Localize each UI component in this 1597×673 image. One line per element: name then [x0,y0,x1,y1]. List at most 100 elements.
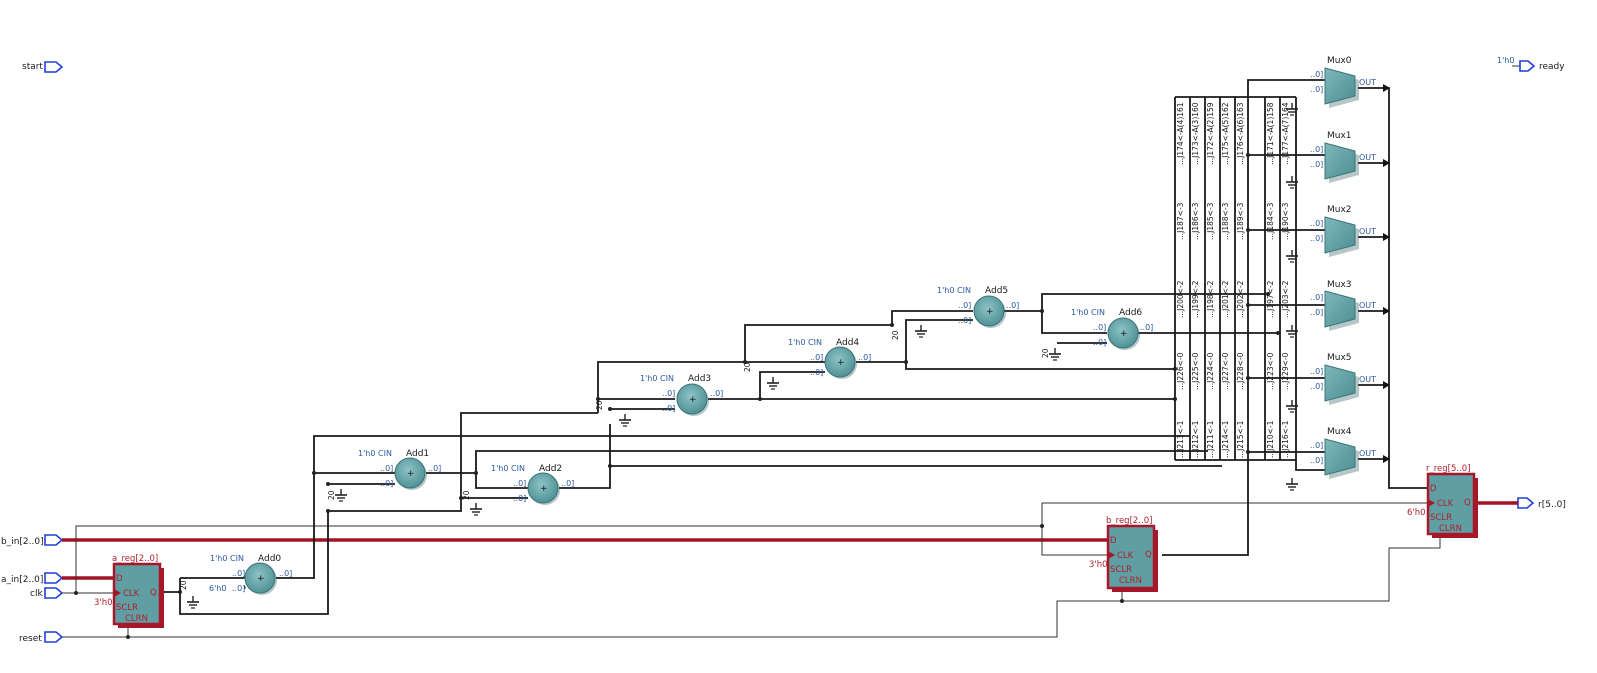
adder-name: Add5 [985,286,1008,296]
net-label: ...J197<-2 [1266,280,1275,318]
svg-text:OUT: OUT [1359,449,1376,458]
adder-add4[interactable]: 1'h0 CIN Add4 ..0] ..0] ..0] + [788,338,871,379]
adder-name: Add6 [1119,308,1142,318]
svg-text:..0]: ..0] [710,389,723,398]
register-name: a_reg[2..0] [112,554,158,564]
svg-text:Q: Q [1464,498,1471,508]
svg-text:..0]: ..0] [810,368,823,377]
svg-text:..0]: ..0] [1093,323,1106,332]
svg-text:+: + [407,469,415,479]
adder-b-const: 6'h0 [209,584,226,593]
svg-text:+: + [986,307,994,317]
mux-name: Mux0 [1327,56,1352,66]
adder-add0[interactable]: 1'h0 CIN Add0 ..0] 6'h0 ..0] ..0] + [209,554,292,595]
svg-text:..0]: ..0] [232,584,245,593]
mux-name: Mux1 [1327,131,1352,141]
register-sclr-const: 6'h0 [1407,508,1426,518]
adder-add1[interactable]: 1'h0 CIN Add1 ..0] ..0] ..0] + [358,449,441,490]
adder-add2[interactable]: 1'h0 CIN Add2 ..0] ..0] ..0] + [491,464,574,505]
register-sclr-const: 3'h0 [94,598,113,608]
register-name: r_reg[5..0] [1426,464,1471,474]
net-label: ...J226<-0 [1176,352,1185,390]
net-label: ...J225<-0 [1191,352,1200,390]
svg-text:OUT: OUT [1359,227,1376,236]
net-label: ...J186<-3 [1191,202,1200,240]
svg-text:..0]: ..0] [1140,323,1153,332]
select-bus-tree [1174,96,1326,471]
adder-name: Add3 [688,374,711,384]
svg-text:20: 20 [891,330,900,340]
svg-text:..0]: ..0] [662,389,675,398]
mux-mux5[interactable]: Mux5 ..0] ..0] OUT [1310,353,1376,405]
net-label: ...J200<-2 [1176,280,1185,318]
register-r-reg[interactable]: r_reg[5..0] D CLK SCLR CLRN Q 6'h0 [1407,464,1478,538]
svg-text:..0]: ..0] [1310,70,1323,79]
net-label: ...J171<-A(1)158 [1266,102,1275,165]
svg-text:..0]: ..0] [380,479,393,488]
svg-text:..0]: ..0] [810,353,823,362]
svg-text:..0]: ..0] [380,464,393,473]
net-label: ...J185<-3 [1206,202,1215,240]
net-labels: ...J174<-A(4)161 ...J173<-A(3)160 ...J17… [1176,102,1290,458]
net-label: ...J224<-0 [1206,352,1215,390]
mux-mux2[interactable]: Mux2 ..0] ..0] OUT [1310,205,1376,257]
net-label: ...J223<-0 [1266,352,1275,390]
svg-text:OUT: OUT [1359,78,1376,87]
net-label: ...J176<-A(6)163 [1236,102,1245,165]
mux-name: Mux5 [1327,353,1352,363]
svg-text:CLK: CLK [1117,551,1134,561]
svg-text:..0]: ..0] [428,464,441,473]
adder-cin-label: 1'h0 CIN [640,374,674,383]
net-label: ...J174<-A(4)161 [1176,102,1185,165]
register-b-reg[interactable]: b_reg[2..0] D CLK SCLR CLRN Q 3'h0 [1089,516,1158,592]
input-port-a-in[interactable]: a_in[2..0] [1,572,64,585]
svg-text:..0]: ..0] [1310,219,1323,228]
input-port-b-in[interactable]: b_in[2..0] [1,534,64,547]
net-label: ...J184<-3 [1266,202,1275,240]
svg-text:+: + [257,574,265,584]
mux-mux0[interactable]: Mux0 ..0] ..0] OUT [1310,56,1376,108]
wire-mux-out [1358,87,1428,489]
port-label-start: start [22,62,43,72]
adder-add3[interactable]: 1'h0 CIN Add3 ..0] ..0] ..0] + [640,374,723,416]
net-label: ...J190<-3 [1281,202,1290,240]
svg-text:SCLR: SCLR [1110,565,1132,575]
svg-text:CLK: CLK [123,589,140,599]
ready-const-label: 1'h0 [1497,56,1514,65]
output-port-r[interactable]: r[5..0] [1517,497,1566,510]
mux-name: Mux3 [1327,280,1352,290]
net-label: ...J210<-1 [1266,420,1275,458]
wire-b-q [1162,79,1326,556]
svg-text:Q: Q [1145,550,1152,560]
input-port-start[interactable]: start [22,61,64,73]
svg-text:..0]: ..0] [1310,85,1323,94]
register-a-reg[interactable]: a_reg[2..0] D CLK SCLR CLRN Q 3'h0 [94,554,164,628]
svg-text:20: 20 [327,490,336,500]
svg-text:CLK: CLK [1437,499,1454,509]
mux-mux4[interactable]: Mux4 ..0] ..0] OUT [1310,427,1376,479]
output-port-ready[interactable]: 1'h0 ready [1497,56,1565,72]
port-label-r: r[5..0] [1538,500,1566,510]
net-label: ...J173<-A(3)160 [1191,102,1200,165]
mux-mux3[interactable]: Mux3 ..0] ..0] OUT [1310,280,1376,331]
net-label: ...J214<-1 [1221,420,1230,458]
svg-text:..0]: ..0] [513,479,526,488]
wire-a-q [162,511,329,615]
adder-cin-label: 1'h0 CIN [1071,308,1105,317]
svg-text:..0]: ..0] [1310,441,1323,450]
net-label: ...J175<-A(5)162 [1221,102,1230,165]
svg-text:..0]: ..0] [958,316,971,325]
register-name: b_reg[2..0] [1106,516,1152,526]
adder-add5[interactable]: 1'h0 CIN Add5 ..0] ..0] ..0] + [937,286,1019,328]
wire-add2-out [559,465,1222,489]
svg-text:20: 20 [595,400,604,410]
adder-add6[interactable]: 1'h0 CIN Add6 ..0] ..0] ..0] + [1071,308,1153,350]
svg-text:Q: Q [150,588,157,598]
input-port-reset[interactable]: reset [19,631,64,644]
port-label-a-in: a_in[2..0] [1,575,43,585]
adder-cin-label: 1'h0 CIN [937,286,971,295]
svg-text:20: 20 [1041,348,1050,358]
svg-text:+: + [1120,329,1128,339]
input-port-clk[interactable]: clk [30,587,64,599]
mux-mux1[interactable]: Mux1 ..0] ..0] OUT [1310,131,1376,183]
